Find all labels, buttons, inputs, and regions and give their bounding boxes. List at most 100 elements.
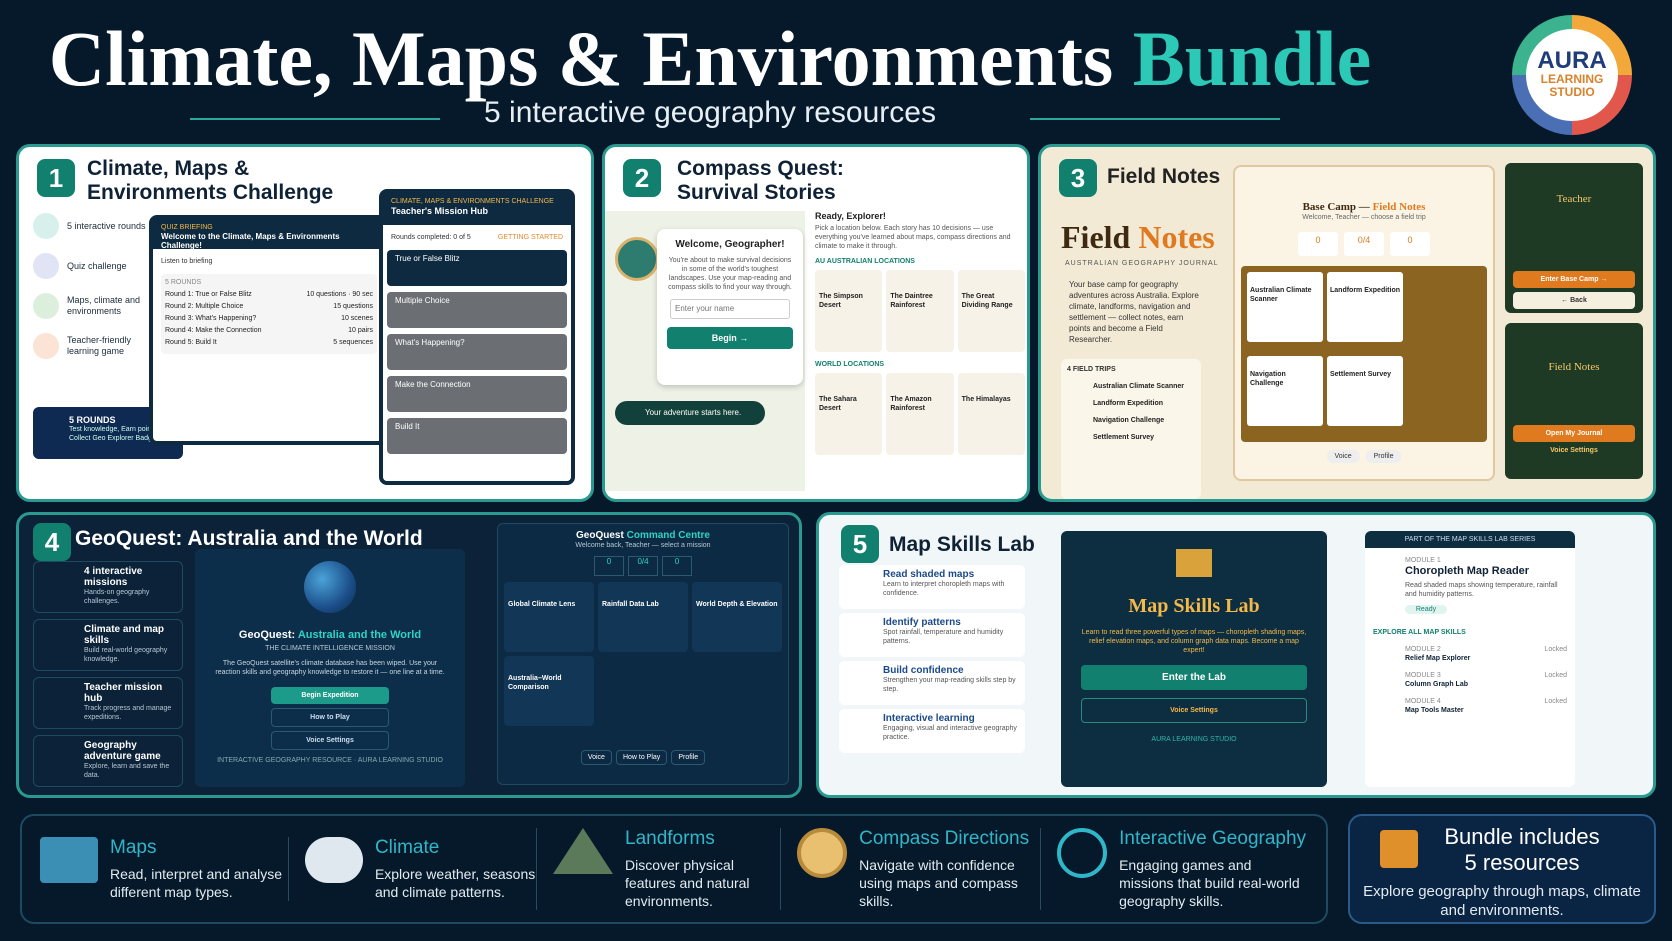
card-title: Compass Quest:Survival Stories — [677, 157, 844, 204]
trip-item: Navigation Challenge — [1093, 417, 1165, 424]
target-icon — [33, 253, 59, 279]
page-title: Climate, Maps & Environments Bundle — [48, 15, 1372, 102]
location-card[interactable]: The Daintree Rainforest — [886, 270, 954, 352]
mission-card[interactable]: Global Climate Lens — [504, 582, 594, 652]
back-button[interactable]: ← Back — [1513, 292, 1635, 309]
mission-card[interactable]: World Depth & Elevation — [692, 582, 782, 652]
globe-icon — [304, 561, 356, 613]
trip-item: Australian Climate Scanner — [1093, 383, 1185, 390]
card-number: 5 — [841, 525, 879, 563]
people-icon — [33, 333, 59, 359]
open-journal-button[interactable]: Open My Journal — [1513, 425, 1635, 442]
voice-button[interactable]: Voice — [1326, 450, 1360, 463]
compass-icon — [615, 237, 659, 281]
location-card[interactable]: The Himalayas — [957, 373, 1025, 455]
adventure-tag: Your adventure starts here. — [615, 401, 765, 425]
voice-button[interactable]: Voice — [580, 750, 612, 765]
ready-badge: Ready — [1405, 605, 1447, 614]
voice-settings-button[interactable]: Voice Settings — [1081, 698, 1307, 723]
mission-card[interactable]: Rainfall Data Lab — [598, 582, 688, 652]
mountain-icon — [553, 828, 614, 874]
round-row[interactable]: True or False Blitz — [387, 250, 567, 286]
field-notes-logo: Field Notes — [1061, 219, 1215, 255]
journal-label: AUSTRALIAN GEOGRAPHY JOURNAL — [1065, 260, 1219, 267]
location-picker: Ready, Explorer! Pick a location below. … — [815, 211, 1025, 499]
note-card[interactable]: Settlement Survey — [1327, 356, 1403, 426]
description: Your base camp for geography adventures … — [1069, 280, 1199, 344]
resource-card-2[interactable]: 2 Compass Quest:Survival Stories Welcome… — [602, 144, 1030, 502]
mission-card[interactable]: Australia–World Comparison — [504, 656, 594, 726]
voice-settings-button[interactable]: Voice Settings — [1550, 447, 1598, 454]
teacher-id-screen: Teacher Enter Base Camp → ← Back — [1505, 163, 1643, 313]
compass-icon — [797, 828, 848, 878]
divider — [1030, 118, 1280, 120]
resource-card-1[interactable]: 1 Climate, Maps & Environments Challenge… — [16, 144, 594, 502]
enter-base-camp-button[interactable]: Enter Base Camp → — [1513, 271, 1635, 288]
round-row[interactable]: Make the Connection — [387, 376, 567, 412]
feature-item: 5 interactive rounds — [33, 213, 151, 239]
feature-item: Quiz challenge — [33, 253, 151, 279]
resource-card-3[interactable]: 3 Field Notes Field Notes AUSTRALIAN GEO… — [1038, 144, 1656, 502]
profile-button[interactable]: Profile — [1365, 450, 1402, 463]
location-card[interactable]: The Amazon Rainforest — [886, 373, 954, 455]
location-card[interactable]: The Simpson Desert — [815, 270, 883, 352]
divider — [190, 118, 440, 120]
note-card[interactable]: Australian Climate Scanner — [1247, 272, 1323, 342]
note-card[interactable]: Navigation Challenge — [1247, 356, 1323, 426]
card-title: Climate, Maps & Environments Challenge — [87, 157, 334, 204]
card-title: Map Skills Lab — [889, 533, 1035, 556]
name-input[interactable] — [670, 298, 790, 319]
card-number: 3 — [1059, 159, 1097, 197]
module-list-screen: PART OF THE MAP SKILLS LAB SERIES MODULE… — [1365, 531, 1575, 787]
card-number: 1 — [37, 159, 75, 197]
feature-item: Teacher-friendly learning game — [33, 333, 151, 359]
how-to-play-button[interactable]: How to Play — [271, 708, 389, 727]
voice-settings-button[interactable]: Voice Settings — [271, 731, 389, 750]
round-row[interactable]: Build It — [387, 418, 567, 454]
location-card[interactable]: The Great Dividing Range — [957, 270, 1025, 352]
trip-item: Landform Expedition — [1093, 400, 1163, 407]
bundle-summary: Bundle includes 5 resources Explore geog… — [1348, 814, 1656, 924]
map-icon — [40, 837, 98, 883]
trip-item: Settlement Survey — [1093, 434, 1155, 441]
how-to-play-button[interactable]: How to Play — [615, 750, 668, 765]
lab-start-screen: Map Skills Lab Learn to read three power… — [1061, 531, 1327, 787]
round-row[interactable]: What's Happening? — [387, 334, 567, 370]
card-number: 2 — [623, 159, 661, 197]
journal-screen: Field Notes Open My Journal Voice Settin… — [1505, 323, 1643, 479]
round-row[interactable]: Multiple Choice — [387, 292, 567, 328]
weather-icon — [304, 837, 363, 883]
begin-button[interactable]: Begin → — [667, 326, 793, 349]
location-card[interactable]: The Sahara Desert — [815, 373, 883, 455]
begin-expedition-button[interactable]: Begin Expedition — [271, 687, 389, 704]
base-camp-screen: Base Camp — Field Notes Welcome, Teacher… — [1233, 165, 1495, 481]
enter-lab-button[interactable]: Enter the Lab — [1081, 665, 1307, 690]
profile-button[interactable]: Profile — [671, 750, 706, 765]
page-subtitle: 5 interactive geography resources — [484, 96, 936, 129]
resource-card-4[interactable]: 4 GeoQuest: Australia and the World 4 in… — [16, 512, 802, 798]
geoquest-start-screen: GeoQuest: Australia and the World THE CL… — [195, 549, 465, 787]
note-card[interactable]: Landform Expedition — [1327, 272, 1403, 342]
feature-list: 5 interactive rounds Quiz challenge Maps… — [33, 213, 151, 359]
card-title: Field Notes — [1107, 165, 1221, 188]
map-icon — [1176, 549, 1212, 577]
